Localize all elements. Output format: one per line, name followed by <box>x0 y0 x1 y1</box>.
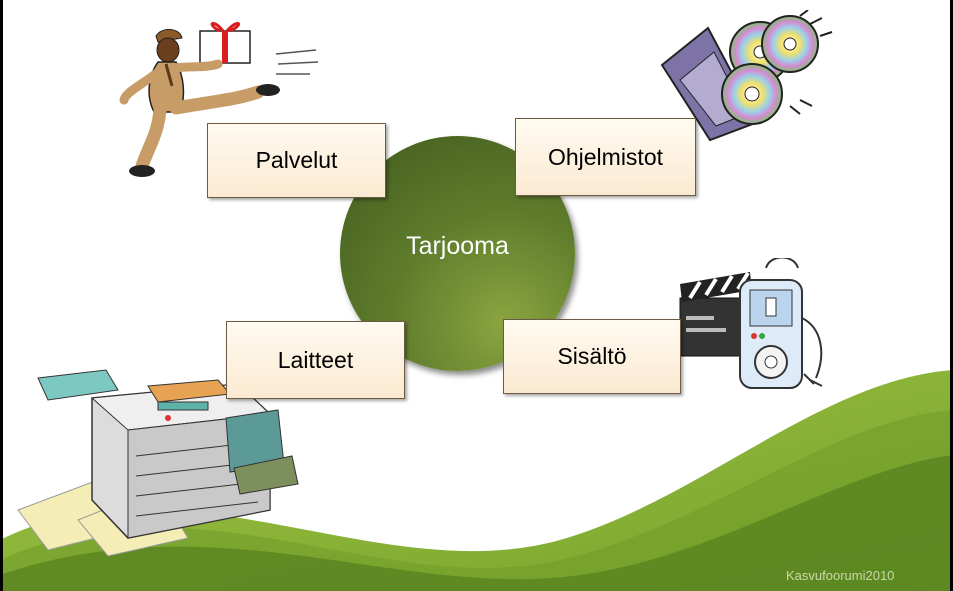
label-ohjelmistot: Ohjelmistot <box>547 143 664 170</box>
software-cds-icon <box>660 10 833 142</box>
frame-left <box>0 0 3 591</box>
box-laitteet: Laitteet <box>226 321 405 399</box>
label-laitteet: Laitteet <box>277 346 354 373</box>
label-sisalto: Sisältö <box>557 343 627 369</box>
box-ohjelmistot: Ohjelmistot <box>515 118 696 196</box>
label-palvelut: Palvelut <box>255 147 338 173</box>
delivery-man-icon <box>119 21 319 177</box>
box-palvelut: Palvelut <box>207 123 386 198</box>
media-player-icon <box>679 258 823 389</box>
box-sisalto: Sisältö <box>503 319 681 394</box>
center-label: Tarjooma <box>406 232 509 260</box>
footer-text: Kasvufoorumi2010 <box>786 568 895 583</box>
photocopier-icon <box>17 369 299 557</box>
frame-right <box>950 0 953 591</box>
